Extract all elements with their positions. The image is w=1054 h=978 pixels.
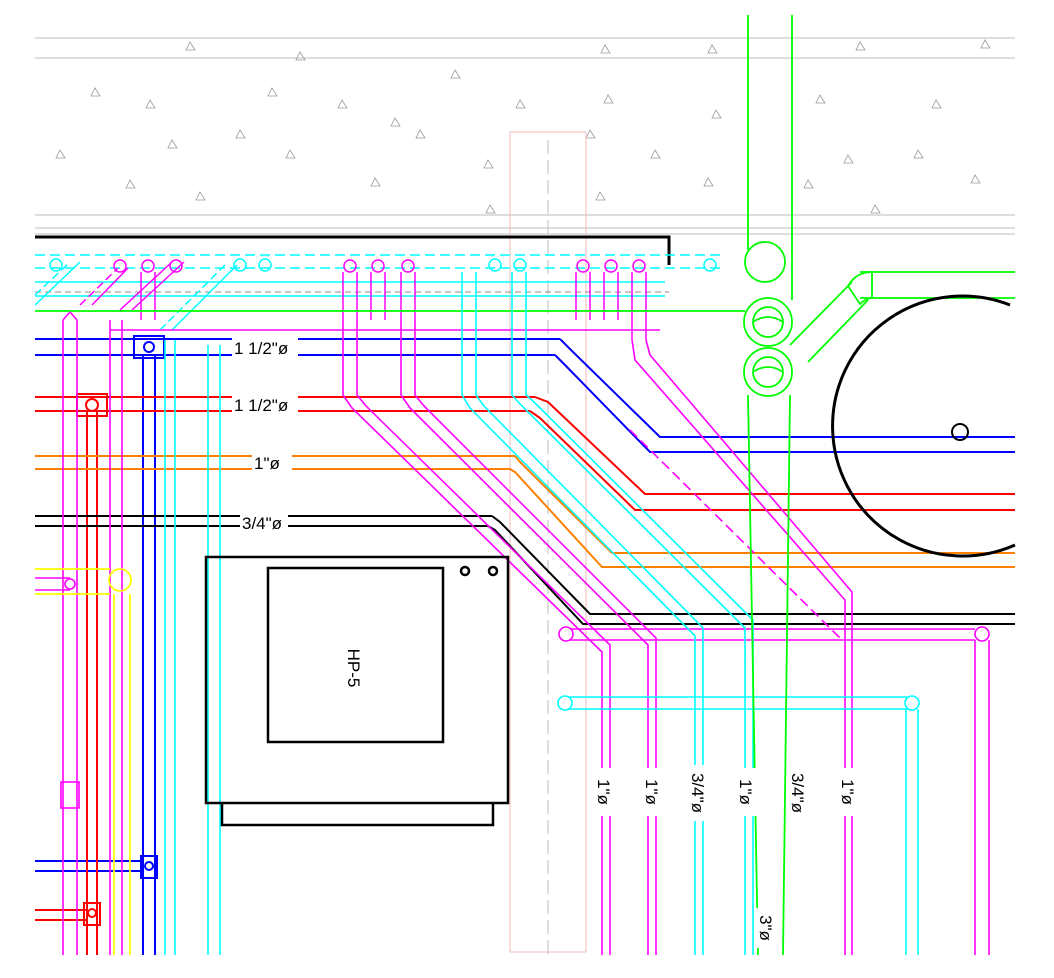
black-pipe bbox=[35, 515, 1015, 625]
red-size-text: 1 1/2"ø bbox=[234, 396, 288, 415]
vertical-label-6: 1"ø bbox=[838, 779, 857, 805]
black-size-text: 3/4"ø bbox=[242, 514, 282, 533]
slab-hatch bbox=[55, 39, 991, 214]
black-size-label: 3/4"ø bbox=[240, 514, 288, 534]
vertical-label-5: 3/4"ø bbox=[788, 773, 807, 813]
vertical-label-2: 1"ø bbox=[642, 779, 661, 805]
magenta-pipes bbox=[35, 311, 990, 955]
blue-pipe bbox=[35, 335, 1015, 955]
magenta-top-stubs bbox=[79, 259, 647, 340]
vertical-label-4: 1"ø bbox=[736, 779, 755, 805]
hp5-unit bbox=[204, 555, 510, 827]
orange-size-text: 1"ø bbox=[254, 454, 280, 473]
red-size-label: 1 1/2"ø bbox=[232, 396, 298, 416]
yellow-pipe bbox=[35, 568, 132, 955]
riser-label: 3"ø bbox=[756, 915, 775, 941]
vertical-label-3: 3/4"ø bbox=[688, 773, 707, 813]
red-pipe bbox=[35, 393, 1015, 955]
green-top bbox=[35, 15, 1015, 397]
cyan-diagonals bbox=[34, 261, 238, 331]
green-riser bbox=[747, 394, 791, 956]
blue-size-text: 1 1/2"ø bbox=[234, 339, 288, 358]
orange-size-label: 1"ø bbox=[252, 454, 292, 474]
concrete-slab bbox=[35, 37, 1015, 235]
blue-size-label: 1 1/2"ø bbox=[232, 338, 298, 358]
tank bbox=[831, 294, 1016, 558]
vertical-size-labels: 1"ø 1"ø 3/4"ø 1"ø 3/4"ø 1"ø 3"ø bbox=[594, 765, 860, 948]
equipment-label: HP-5 bbox=[344, 649, 363, 688]
vertical-label-1: 1"ø bbox=[594, 779, 613, 805]
orange-pipe bbox=[35, 455, 1015, 568]
